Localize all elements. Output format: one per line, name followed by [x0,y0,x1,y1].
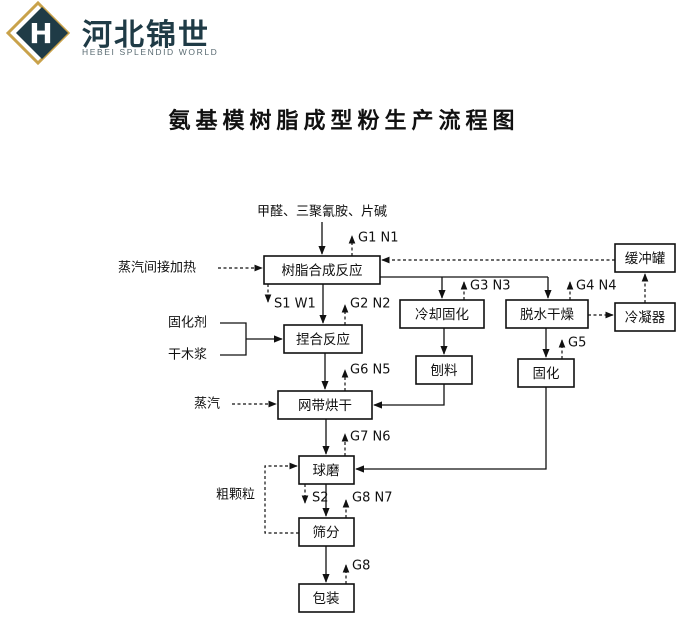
line-wood-pulp [220,339,247,356]
box-reaction-label: 树脂合成反应 [282,262,363,279]
box-condenser-label: 冷凝器 [625,310,666,326]
box-reaction: 树脂合成反应 [263,255,381,285]
emission-s2: S2 [312,491,329,506]
logo-english-name: HEBEI SPLENDID WORLD [82,47,219,57]
steam-label: 蒸汽 [194,397,220,412]
line-curing-agent [220,322,247,339]
logo-dark-diamond [16,7,68,59]
box-packaging: 包装 [298,583,355,613]
curing-agent-label: 固化剂 [168,316,207,331]
box-buffer: 缓冲罐 [614,243,676,273]
box-condenser: 冷凝器 [614,302,676,332]
emission-g8n7: G8 N7 [352,491,392,506]
arrow-coarse-recycle [264,462,299,534]
box-cooling-label: 冷却固化 [415,307,469,323]
logo-emblem-icon: H [5,0,71,66]
box-planing: 刨料 [415,355,473,385]
box-cooling: 冷却固化 [399,299,485,329]
emission-g5: G5 [568,336,586,351]
box-dehydration: 脱水干燥 [505,299,589,329]
box-ballmill: 球磨 [298,455,355,485]
emission-g1n1: G1 N1 [358,231,398,246]
box-buffer-label: 缓冲罐 [625,251,666,267]
box-planing-label: 刨料 [431,363,458,379]
box-drying: 网带烘干 [277,390,373,420]
emission-g2n2: G2 N2 [350,297,390,312]
box-kneading: 捏合反应 [283,324,363,354]
company-logo: H 河北锦世 HEBEI SPLENDID WORLD [0,0,250,70]
box-kneading-label: 捏合反应 [296,331,350,348]
box-curing: 固化 [517,358,575,388]
box-dehydration-label: 脱水干燥 [520,307,574,323]
emission-g4n4: G4 N4 [576,279,616,294]
coarse-particles-label: 粗颗粒 [216,488,255,503]
steam-indirect-label: 蒸汽间接加热 [118,260,196,276]
logo-chinese-name: 河北锦世 [82,18,210,53]
box-screening-label: 筛分 [313,525,340,541]
logo-letter: H [29,17,52,50]
box-curing-label: 固化 [533,366,560,382]
arrow-curing-to-ballmill [355,387,547,473]
raw-materials-label: 甲醛、三聚氰胺、片碱 [257,204,387,220]
box-drying-label: 网带烘干 [298,398,352,414]
box-screening: 筛分 [298,517,355,547]
wood-pulp-label: 干木浆 [168,348,207,363]
emission-g8: G8 [352,559,370,574]
page-title: 氨基模树脂成型粉生产流程图 [168,108,520,134]
arrow-planing-to-drying [373,384,445,409]
emission-g3n3: G3 N3 [470,279,510,294]
emission-g7n6: G7 N6 [350,430,390,445]
emission-s1w1: S1 W1 [274,297,316,312]
box-ballmill-label: 球磨 [313,463,340,479]
box-packaging-label: 包装 [313,591,340,607]
emission-g6n5: G6 N5 [350,363,390,378]
